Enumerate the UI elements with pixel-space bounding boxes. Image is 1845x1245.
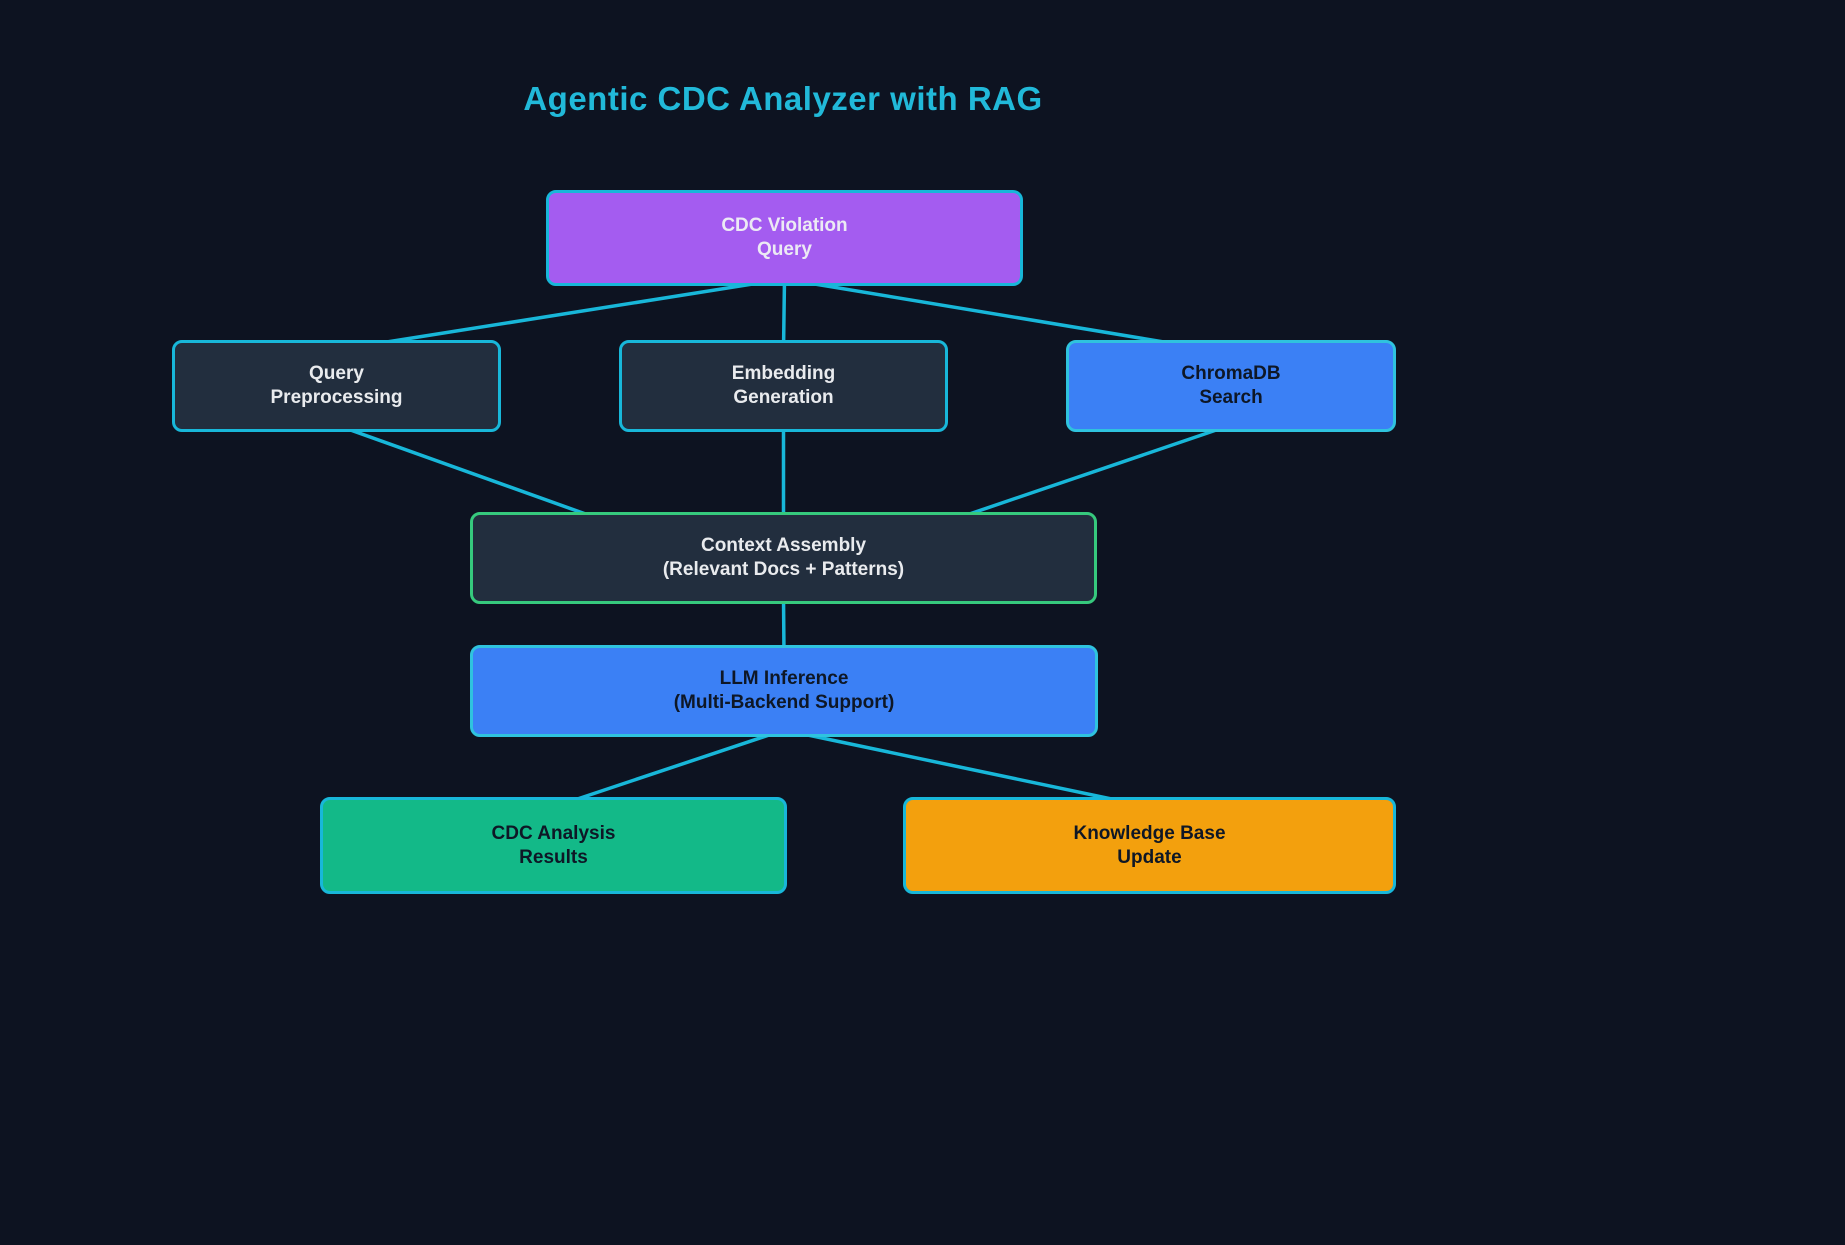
node-label-line1: Knowledge Base [1073, 822, 1226, 844]
node-label-line2: Query [757, 239, 812, 260]
node-label-line1: LLM Inference [719, 668, 849, 689]
node-label-line2: Preprocessing [270, 387, 403, 408]
edge-cdc_violation_query-to-chromadb_search [782, 277, 1214, 352]
node-context-assembly: Context Assembly (Relevant Docs + Patter… [470, 512, 1097, 604]
node-label-line2: (Relevant Docs + Patterns) [662, 559, 905, 580]
edge-cdc_violation_query-to-embedding_generation [781, 277, 787, 352]
node-label-line2: (Multi-Backend Support) [673, 692, 895, 713]
node-label-line1: ChromaDB [1181, 363, 1281, 384]
node-label-line2: Search [1199, 387, 1263, 408]
edge-query_preprocessing-to-context_assembly [334, 423, 610, 524]
node-cdc-violation-query: CDC Violation Query [546, 190, 1023, 286]
node-knowledge-base-update: Knowledge Base Update [903, 797, 1396, 894]
node-label-line2: Generation [733, 387, 834, 408]
page-title: Agentic CDC Analyzer with RAG [523, 80, 1043, 117]
node-embedding-generation: Embedding Generation [619, 340, 948, 432]
node-label-line2: Results [519, 846, 588, 868]
edge-llm_inference-to-knowledge_base_update [782, 728, 1152, 809]
node-label-line1: CDC Analysis [491, 822, 616, 844]
node-chromadb-search: ChromaDB Search [1066, 340, 1396, 432]
node-llm-inference: LLM Inference (Multi-Backend Support) [470, 645, 1098, 737]
node-label-line1: Query [309, 363, 364, 384]
node-label-line1: Embedding [731, 363, 836, 384]
node-cdc-analysis-results: CDC Analysis Results [320, 797, 787, 894]
edge-chromadb_search-to-context_assembly [944, 423, 1233, 524]
node-query-preprocessing: Query Preprocessing [172, 340, 501, 432]
node-label-line1: CDC Violation [721, 215, 848, 236]
edge-cdc_violation_query-to-query_preprocessing [334, 277, 787, 352]
node-label-line1: Context Assembly [700, 535, 867, 556]
node-label-line2: Update [1117, 846, 1182, 868]
edge-llm_inference-to-cdc_analysis_results [551, 728, 786, 809]
